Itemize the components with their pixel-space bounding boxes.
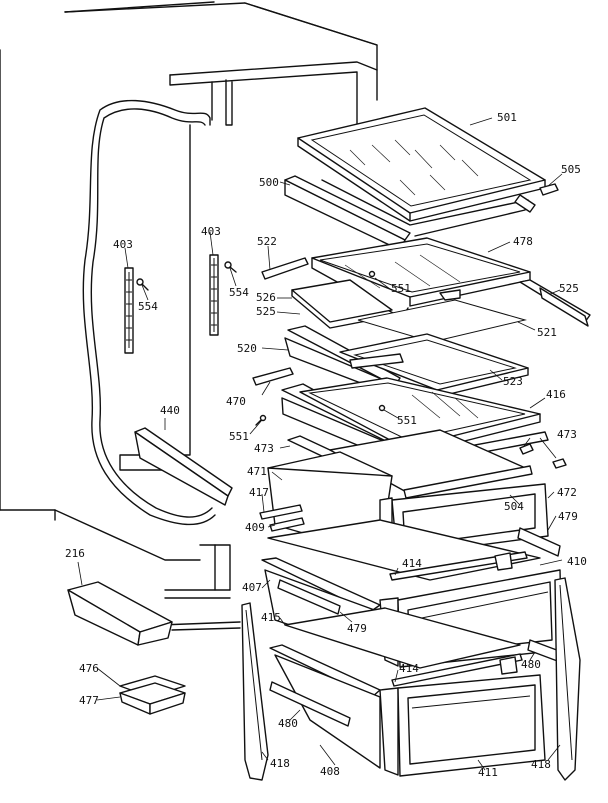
label-551b: 551 (397, 414, 417, 427)
shelf-support-500 (284, 175, 536, 251)
label-554b: 554 (229, 286, 249, 299)
label-473b: 473 (557, 428, 577, 441)
screw-551b (378, 404, 386, 412)
label-500: 500 (259, 176, 279, 189)
cabinet-outline (0, 1, 378, 631)
label-473a: 473 (254, 442, 274, 455)
label-472: 472 (557, 486, 577, 499)
shelf-ladder-right (209, 254, 219, 336)
dairy-bin-216 (67, 581, 173, 646)
shelf-478 (261, 237, 591, 327)
label-409: 409 (245, 521, 265, 534)
door-gasket (82, 99, 216, 526)
label-526: 526 (256, 291, 276, 304)
label-525b: 525 (256, 305, 276, 318)
shelf-416 (281, 377, 567, 469)
shelf-520 (284, 325, 529, 399)
label-477: 477 (79, 694, 99, 707)
rail-479b (277, 579, 341, 615)
crisper-cover-415 (284, 607, 523, 687)
label-520: 520 (237, 342, 257, 355)
label-403b: 403 (201, 225, 221, 238)
label-411: 411 (478, 766, 498, 779)
slide-505 (539, 183, 559, 196)
rail-470 (252, 367, 294, 386)
screw-551c (255, 414, 267, 426)
screw-left (136, 278, 149, 291)
label-403a: 403 (113, 238, 133, 251)
butter-dish-477 (119, 682, 186, 715)
glass-pane-521 (357, 299, 527, 343)
label-551c: 551 (229, 430, 249, 443)
label-521: 521 (537, 326, 557, 339)
label-418b: 418 (531, 758, 551, 771)
label-505: 505 (561, 163, 581, 176)
glass-shelf-501 (297, 107, 546, 222)
label-479a: 479 (558, 510, 578, 523)
label-504: 504 (504, 500, 524, 513)
label-415: 415 (261, 611, 281, 624)
label-522: 522 (257, 235, 277, 248)
label-440: 440 (160, 404, 180, 417)
label-414a: 414 (402, 557, 422, 570)
screw-right (224, 261, 237, 273)
rail-480b (269, 681, 351, 727)
leader-lines (77, 117, 563, 771)
label-476: 476 (79, 662, 99, 675)
bin-440 (134, 427, 233, 506)
label-417: 417 (249, 486, 269, 499)
crisper-cover-414 (267, 519, 541, 581)
label-525a: 525 (559, 282, 579, 295)
rail-479a (517, 527, 561, 557)
label-470: 470 (226, 395, 246, 408)
label-416: 416 (546, 388, 566, 401)
label-501: 501 (497, 111, 517, 124)
label-471: 471 (247, 465, 267, 478)
label-523: 523 (503, 375, 523, 388)
side-rail-418-left (241, 602, 269, 781)
label-480b: 480 (278, 717, 298, 730)
rail-417 (259, 504, 303, 520)
label-407: 407 (242, 581, 262, 594)
rail-409 (269, 517, 305, 532)
label-410: 410 (567, 555, 587, 568)
label-479b: 479 (347, 622, 367, 635)
screw-551a (368, 270, 376, 278)
label-216: 216 (65, 547, 85, 560)
label-418a: 418 (270, 757, 290, 770)
label-414b: 414 (399, 662, 419, 675)
label-478: 478 (513, 235, 533, 248)
spill-tray (291, 279, 393, 329)
side-rail-418-right (554, 577, 581, 781)
label-480a: 480 (521, 658, 541, 671)
shelf-ladder-left (124, 267, 134, 354)
label-551a: 551 (391, 282, 411, 295)
label-408: 408 (320, 765, 340, 778)
part-labels: 501 505 500 478 522 551 525 526 525 521 … (65, 111, 587, 779)
label-554a: 554 (138, 300, 158, 313)
